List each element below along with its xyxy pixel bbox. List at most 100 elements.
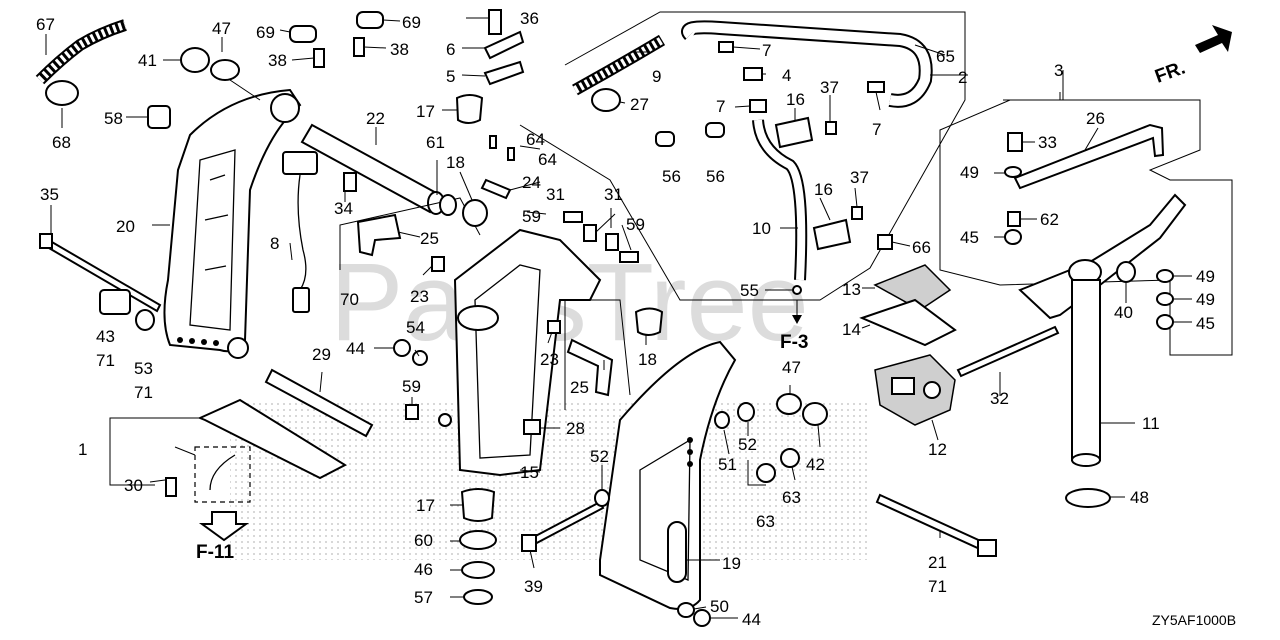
part-24 <box>480 178 512 200</box>
callout-26: 26 <box>1086 109 1105 128</box>
tilt-unit-12 <box>874 354 956 426</box>
callout-69b: 69 <box>402 13 421 32</box>
bolt-38a <box>313 48 325 68</box>
stern-bracket-right <box>599 340 737 610</box>
nut-63a <box>756 463 776 483</box>
callout-43: 43 <box>96 327 115 346</box>
clip-69b <box>356 11 384 29</box>
callout-31a: 31 <box>546 185 565 204</box>
collar-43 <box>99 289 131 315</box>
bolt-30 <box>165 477 177 497</box>
callout-15: 15 <box>520 463 539 482</box>
callout-31b: 31 <box>604 185 623 204</box>
bushing-18b <box>634 307 664 336</box>
callout-36: 36 <box>520 9 539 28</box>
grommet-27 <box>591 88 621 112</box>
clip-25-lower <box>566 338 614 397</box>
callout-55: 55 <box>740 281 759 300</box>
callout-32: 32 <box>990 389 1009 408</box>
plate-5 <box>483 60 525 86</box>
washer-48 <box>1065 488 1111 508</box>
callout-27: 27 <box>630 95 649 114</box>
callout-63b: 63 <box>756 512 775 531</box>
callout-labels: 67 68 41 47 69 69 38 38 58 35 20 43 71 5… <box>36 9 1236 629</box>
callout-7c: 7 <box>872 120 881 139</box>
callout-49c: 49 <box>1196 290 1215 309</box>
bushing-17a <box>455 94 484 124</box>
callout-59a: 59 <box>522 207 541 226</box>
callout-24: 24 <box>522 173 541 192</box>
callout-38a: 38 <box>268 51 287 70</box>
callout-71c: 71 <box>928 577 947 596</box>
callout-2: 2 <box>958 68 967 87</box>
callout-40: 40 <box>1114 303 1133 322</box>
washer-49a <box>1004 166 1022 178</box>
callout-45a: 45 <box>960 228 979 247</box>
clip-25-upper <box>356 213 402 257</box>
callout-65: 65 <box>936 47 955 66</box>
callout-47b: 47 <box>782 358 801 377</box>
callout-33: 33 <box>1038 133 1057 152</box>
washer-47b <box>776 393 802 415</box>
leader-lines <box>45 17 1192 619</box>
callout-25b: 25 <box>570 378 589 397</box>
callout-71b: 71 <box>134 383 153 402</box>
callout-66: 66 <box>912 238 931 257</box>
washer-50 <box>677 602 695 618</box>
clip-57 <box>463 589 493 605</box>
callout-28: 28 <box>566 419 585 438</box>
pin-64b <box>507 147 515 161</box>
callout-62: 62 <box>1040 210 1059 229</box>
callout-51: 51 <box>718 455 737 474</box>
callout-46: 46 <box>414 560 433 579</box>
callout-59b: 59 <box>626 215 645 234</box>
callout-13: 13 <box>842 280 861 299</box>
washer-46 <box>461 561 495 579</box>
bolt-32 <box>956 325 1060 378</box>
bolt-66 <box>877 234 893 250</box>
callout-41: 41 <box>138 51 157 70</box>
callout-56b: 56 <box>706 167 725 186</box>
callout-17b: 17 <box>416 496 435 515</box>
nut-44b <box>693 609 711 627</box>
callout-34: 34 <box>334 199 353 218</box>
front-label: FR. <box>1152 57 1188 87</box>
callout-44b: 44 <box>742 610 761 629</box>
callout-20: 20 <box>116 217 135 236</box>
callout-52a: 52 <box>590 447 609 466</box>
callout-23b: 23 <box>540 350 559 369</box>
callout-44a: 44 <box>346 339 365 358</box>
bolt-21-head <box>977 539 997 557</box>
bolt-28 <box>523 419 541 435</box>
nut-63b <box>780 448 800 468</box>
ring-61 <box>439 194 457 216</box>
gasket-14 <box>859 298 957 347</box>
washer-52a <box>594 489 610 507</box>
callout-64a: 64 <box>526 130 545 149</box>
washer-49c <box>1156 292 1174 306</box>
callout-48: 48 <box>1130 488 1149 507</box>
callout-23a: 23 <box>410 287 429 306</box>
callout-54: 54 <box>406 318 425 337</box>
bolt-37b <box>851 206 863 220</box>
bolt-36 <box>488 9 502 35</box>
callout-59c: 59 <box>402 377 421 396</box>
bolt-31a <box>583 224 597 242</box>
callout-71a: 71 <box>96 351 115 370</box>
washer-49b <box>1156 269 1174 283</box>
callout-7a: 7 <box>762 41 771 60</box>
nut-45b <box>1156 314 1174 330</box>
clamp-7a <box>718 41 734 53</box>
callout-67: 67 <box>36 15 55 34</box>
plate-6 <box>483 30 525 60</box>
callout-70: 70 <box>340 290 359 309</box>
washer-54 <box>412 350 428 366</box>
callout-6: 6 <box>446 40 455 59</box>
shaft-29 <box>264 368 374 438</box>
swivel-case-15 <box>438 228 602 477</box>
clamp-16a <box>774 116 814 149</box>
callout-8: 8 <box>270 234 279 253</box>
callout-49b: 49 <box>1196 267 1215 286</box>
callout-4: 4 <box>782 66 791 85</box>
bolt-33 <box>1007 132 1023 152</box>
